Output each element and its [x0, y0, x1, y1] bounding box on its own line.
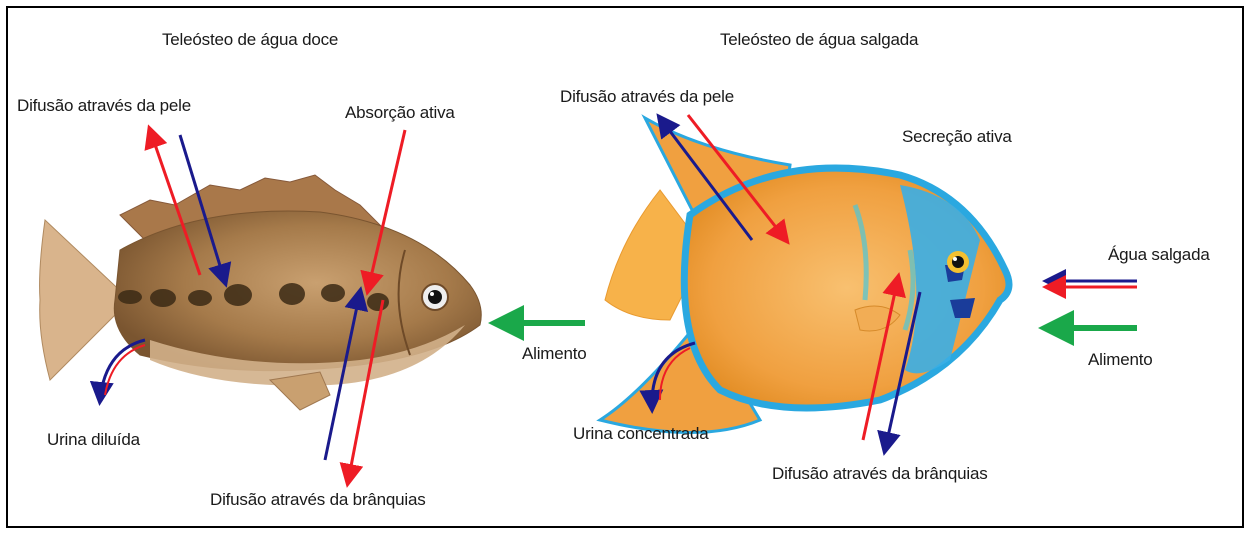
fw-skin-diffusion-label: Difusão através da pele	[17, 96, 191, 116]
fw-food-label: Alimento	[522, 344, 587, 364]
sw-gill-diffusion-label: Difusão através da brânquias	[772, 464, 988, 484]
sw-active-secretion-label: Secreção ativa	[902, 127, 1012, 147]
sw-saltwater-label: Água salgada	[1108, 245, 1210, 265]
sw-skin-diffusion-label: Difusão através da pele	[560, 87, 734, 107]
sw-urine-label: Urina concentrada	[573, 424, 709, 444]
sw-food-label: Alimento	[1088, 350, 1153, 370]
fw-active-absorption-label: Absorção ativa	[345, 103, 455, 123]
fw-urine-label: Urina diluída	[47, 430, 140, 450]
freshwater-title: Teleósteo de água doce	[162, 30, 338, 50]
saltwater-title: Teleósteo de água salgada	[720, 30, 918, 50]
fw-gill-diffusion-label: Difusão através da brânquias	[210, 490, 426, 510]
